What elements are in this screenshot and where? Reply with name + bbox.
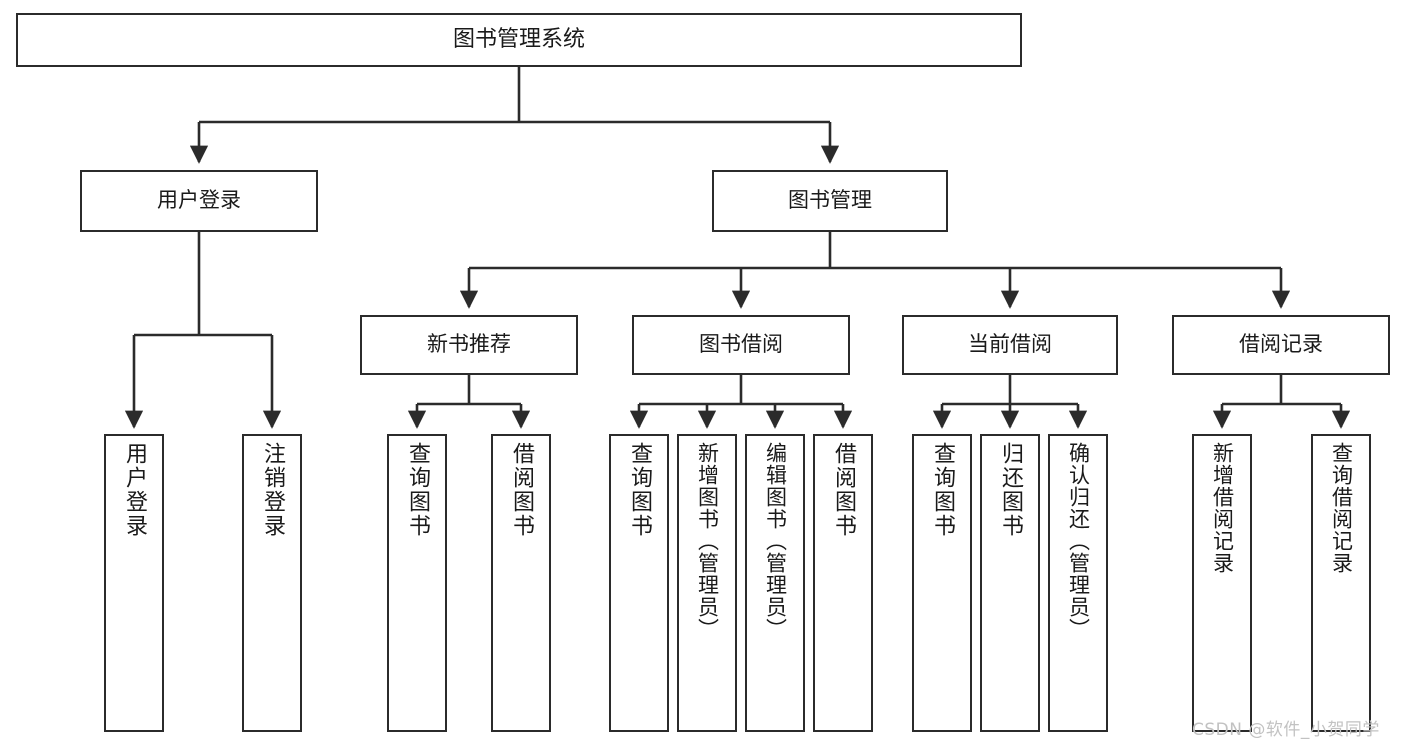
node-leaf-query-book-2-label: 查询图书 [627, 442, 652, 538]
node-leaf-logout-login[interactable]: 注销登录 [242, 434, 302, 732]
node-current-borrow-label: 当前借阅 [968, 332, 1052, 357]
node-leaf-add-borrow-record[interactable]: 新增借阅记录 [1192, 434, 1252, 732]
node-leaf-add-borrow-record-label: 新增借阅记录 [1210, 442, 1235, 574]
node-leaf-return-book[interactable]: 归还图书 [980, 434, 1040, 732]
node-book-management-label: 图书管理 [788, 188, 872, 213]
csdn-watermark: CSDN @软件_小贺同学 [1192, 720, 1380, 740]
node-book-borrow-label: 图书借阅 [699, 332, 783, 357]
node-leaf-query-book-1[interactable]: 查询图书 [387, 434, 447, 732]
node-leaf-add-book-admin[interactable]: 新增图书（管理员） [677, 434, 737, 732]
node-leaf-query-book-1-label: 查询图书 [405, 442, 430, 538]
node-new-book-recommendation[interactable]: 新书推荐 [360, 315, 578, 375]
node-leaf-borrow-book-2[interactable]: 借阅图书 [813, 434, 873, 732]
node-leaf-user-login[interactable]: 用户登录 [104, 434, 164, 732]
node-borrow-record-label: 借阅记录 [1239, 332, 1323, 357]
node-leaf-borrow-book-1-label: 借阅图书 [509, 442, 534, 538]
node-leaf-query-borrow-record-label: 查询借阅记录 [1329, 442, 1354, 574]
node-leaf-user-login-label: 用户登录 [122, 442, 147, 538]
node-leaf-edit-book-admin-label: 编辑图书（管理员） [763, 442, 788, 640]
node-leaf-query-book-3[interactable]: 查询图书 [912, 434, 972, 732]
node-leaf-logout-login-label: 注销登录 [260, 442, 285, 538]
node-leaf-borrow-book-1[interactable]: 借阅图书 [491, 434, 551, 732]
node-leaf-confirm-return-admin-label: 确认归还（管理员） [1066, 442, 1091, 640]
node-leaf-confirm-return-admin[interactable]: 确认归还（管理员） [1048, 434, 1108, 732]
node-borrow-record[interactable]: 借阅记录 [1172, 315, 1390, 375]
node-root[interactable]: 图书管理系统 [16, 13, 1022, 67]
node-current-borrow[interactable]: 当前借阅 [902, 315, 1118, 375]
node-book-management[interactable]: 图书管理 [712, 170, 948, 232]
node-user-login[interactable]: 用户登录 [80, 170, 318, 232]
node-leaf-add-book-admin-label: 新增图书（管理员） [695, 442, 720, 640]
node-leaf-edit-book-admin[interactable]: 编辑图书（管理员） [745, 434, 805, 732]
node-user-login-label: 用户登录 [157, 188, 241, 213]
node-new-book-recommendation-label: 新书推荐 [427, 332, 511, 357]
node-leaf-query-book-3-label: 查询图书 [930, 442, 955, 538]
node-leaf-return-book-label: 归还图书 [998, 442, 1023, 538]
node-leaf-query-borrow-record[interactable]: 查询借阅记录 [1311, 434, 1371, 732]
node-book-borrow[interactable]: 图书借阅 [632, 315, 850, 375]
node-leaf-query-book-2[interactable]: 查询图书 [609, 434, 669, 732]
node-root-label: 图书管理系统 [452, 26, 585, 52]
node-leaf-borrow-book-2-label: 借阅图书 [831, 442, 856, 538]
